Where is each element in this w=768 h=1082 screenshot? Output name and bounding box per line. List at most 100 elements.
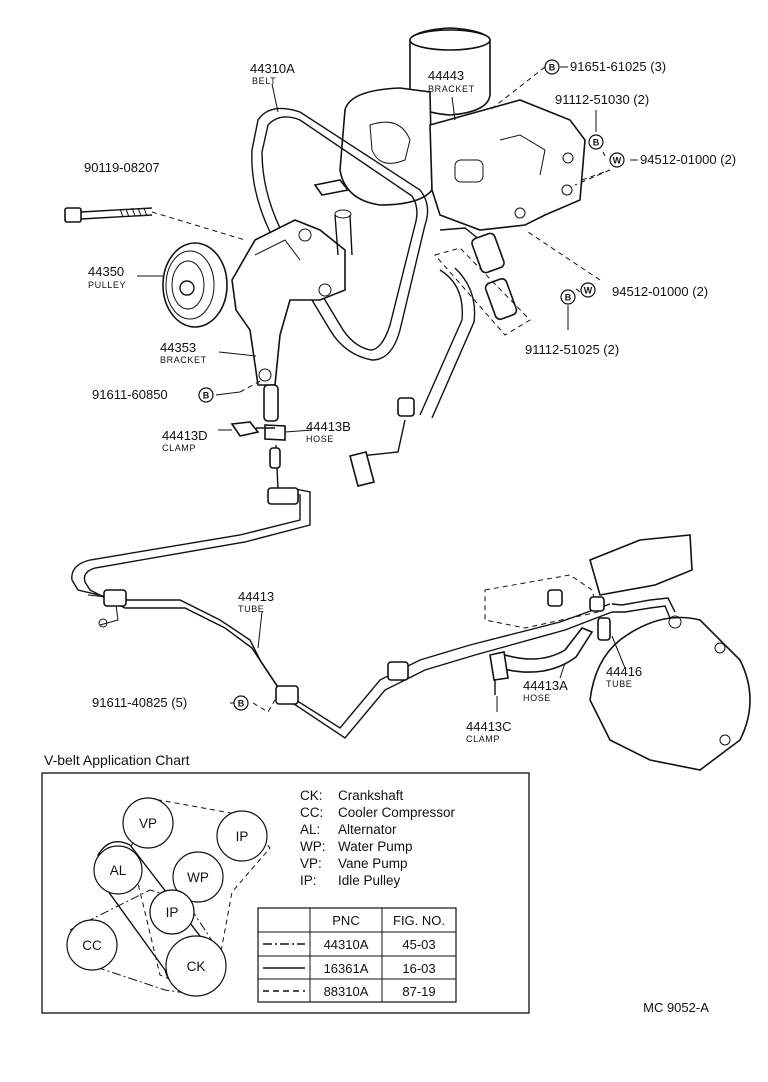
svg-text:VP:: VP: bbox=[300, 856, 322, 871]
chart-pulley-wp: WP bbox=[172, 851, 224, 903]
badge-b-91112-51025: B bbox=[560, 289, 576, 305]
chart-pulley-ip-top: IP bbox=[216, 810, 268, 862]
chart-pulley-al: AL bbox=[93, 845, 143, 895]
svg-text:CK: CK bbox=[187, 959, 206, 974]
chart-pulley-vp: VP bbox=[122, 797, 174, 849]
pulley bbox=[162, 242, 228, 328]
badge-b-91611-60850: B bbox=[198, 387, 214, 403]
table-header-fig: FIG. NO. bbox=[393, 913, 445, 928]
label-pulley-name: PULLEY bbox=[88, 280, 126, 290]
tube-clamps bbox=[103, 487, 409, 705]
svg-text:WP: WP bbox=[187, 870, 209, 885]
label-tube-main-number: 44413 bbox=[238, 589, 274, 604]
svg-text:Idle Pulley: Idle Pulley bbox=[338, 873, 401, 888]
vane-pump-body bbox=[339, 87, 433, 206]
svg-text:WP:: WP: bbox=[300, 839, 326, 854]
clamp-c bbox=[489, 651, 509, 695]
bolt-long bbox=[64, 207, 153, 223]
hose-b bbox=[263, 384, 286, 441]
steering-gear bbox=[589, 534, 751, 771]
svg-text:IP: IP bbox=[236, 829, 249, 844]
small-bolt bbox=[313, 179, 350, 196]
chart-frame bbox=[41, 772, 530, 1014]
table-row-fig: 16-03 bbox=[402, 961, 435, 976]
table-row-pnc: 44310A bbox=[324, 937, 369, 952]
svg-text:IP: IP bbox=[166, 905, 179, 920]
right-fittings bbox=[547, 589, 611, 641]
label-tube-main-name: TUBE bbox=[238, 604, 264, 614]
svg-text:VP: VP bbox=[139, 816, 157, 831]
svg-text:CC: CC bbox=[82, 938, 102, 953]
table-row-pnc: 88310A bbox=[324, 984, 369, 999]
label-bracket-top-number: 44443 bbox=[428, 68, 464, 83]
svg-text:B: B bbox=[203, 391, 210, 401]
label-bracket-pulley-number: 44353 bbox=[160, 340, 196, 355]
label-tube-44416-name: TUBE bbox=[606, 679, 632, 689]
svg-text:B: B bbox=[238, 699, 245, 709]
label-hose-a-name: HOSE bbox=[523, 693, 551, 703]
table-row-fig: 45-03 bbox=[402, 937, 435, 952]
figure-code: MC 9052-A bbox=[643, 1000, 709, 1015]
return-hose bbox=[397, 267, 476, 419]
label-tube-44416-number: 44416 bbox=[606, 664, 642, 679]
badge-w-94512-mid: W bbox=[580, 282, 596, 298]
union-fitting bbox=[434, 227, 531, 336]
chart-pulley-ck: CK bbox=[165, 935, 227, 997]
chart-pulley-ip-mid: IP bbox=[149, 889, 195, 935]
badge-b-91611-40825: B bbox=[233, 695, 249, 711]
svg-text:AL: AL bbox=[110, 863, 127, 878]
svg-text:Crankshaft: Crankshaft bbox=[338, 788, 404, 803]
label-clamp-c-number: 44413C bbox=[466, 719, 512, 734]
label-bolt-91651: 91651-61025 (3) bbox=[570, 59, 666, 74]
table-header-pnc: PNC bbox=[332, 913, 359, 928]
badge-b-91651: B bbox=[544, 59, 560, 75]
label-hose-a-number: 44413A bbox=[523, 678, 568, 693]
chart-legend: CK: Crankshaft CC: Cooler Compressor AL:… bbox=[300, 788, 456, 888]
label-washer-94512-mid: 94512-01000 (2) bbox=[612, 284, 708, 299]
svg-text:B: B bbox=[549, 63, 556, 73]
svg-text:Water Pump: Water Pump bbox=[338, 839, 413, 854]
svg-text:CK:: CK: bbox=[300, 788, 323, 803]
label-bolt-91112-51030: 91112-51030 (2) bbox=[555, 92, 649, 107]
svg-text:B: B bbox=[593, 138, 600, 148]
label-clamp-c-name: CLAMP bbox=[466, 734, 500, 744]
pump-outlet-pipe bbox=[334, 209, 353, 256]
hose-a bbox=[498, 627, 594, 673]
label-belt-number: 44310A bbox=[250, 61, 295, 76]
return-bracket bbox=[349, 419, 406, 487]
svg-text:AL:: AL: bbox=[300, 822, 320, 837]
chart-title: V-belt Application Chart bbox=[44, 752, 190, 768]
chart-table: PNC FIG. NO. 44310A 45-03 16361A 16-03 8… bbox=[257, 907, 457, 1003]
svg-text:IP:: IP: bbox=[300, 873, 317, 888]
svg-text:Vane Pump: Vane Pump bbox=[338, 856, 408, 871]
table-row-fig: 87-19 bbox=[402, 984, 435, 999]
pulley-bracket bbox=[231, 219, 346, 386]
svg-text:Cooler Compressor: Cooler Compressor bbox=[338, 805, 456, 820]
label-bracket-top-name: BRACKET bbox=[428, 84, 475, 94]
label-belt-name: BELT bbox=[252, 76, 276, 86]
label-bolt-91611-40825: 91611-40825 (5) bbox=[92, 695, 187, 710]
badge-b-91112-51030: B bbox=[588, 134, 604, 150]
svg-text:W: W bbox=[584, 286, 593, 296]
chart-pulley-cc: CC bbox=[66, 919, 118, 971]
badge-w-94512-top: W bbox=[609, 152, 625, 168]
label-bolt-91611-60850: 91611-60850 bbox=[92, 387, 168, 402]
v-belt bbox=[251, 107, 429, 361]
label-clamp-d-name: CLAMP bbox=[162, 443, 196, 453]
label-bolt-91112-51025: 91112-51025 (2) bbox=[525, 342, 619, 357]
label-bracket-pulley-name: BRACKET bbox=[160, 355, 207, 365]
fitting-group-outline bbox=[484, 574, 599, 629]
svg-text:B: B bbox=[565, 293, 572, 303]
tube-44416 bbox=[611, 597, 676, 619]
svg-text:Alternator: Alternator bbox=[338, 822, 397, 837]
main-tube bbox=[71, 487, 613, 739]
svg-text:CC:: CC: bbox=[300, 805, 323, 820]
table-row-pnc: 16361A bbox=[324, 961, 369, 976]
label-pulley-number: 44350 bbox=[88, 264, 124, 279]
clamp-d bbox=[230, 421, 275, 437]
label-hose-b-name: HOSE bbox=[306, 434, 334, 444]
label-washer-94512-top: 94512-01000 (2) bbox=[640, 152, 736, 167]
label-bolt-long: 90119-08207 bbox=[84, 160, 160, 175]
lower-fitting bbox=[269, 444, 281, 491]
bracket-44443 bbox=[429, 99, 586, 231]
